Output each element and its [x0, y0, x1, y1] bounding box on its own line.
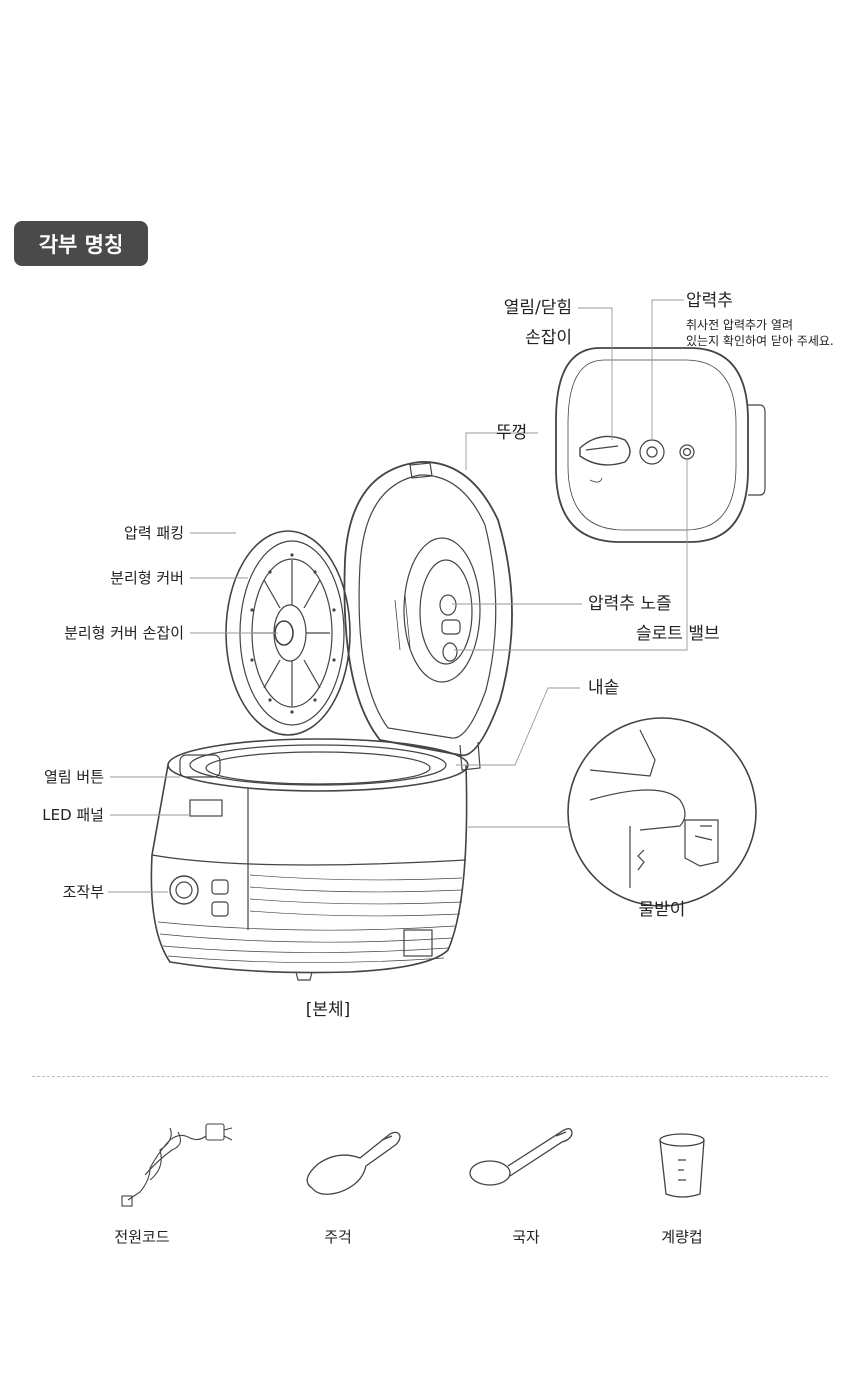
label-handle-1: 열림/닫힘: [503, 298, 572, 318]
accessory-ladle-label: 국자: [512, 1228, 540, 1246]
cooker-body-drawing: [150, 738, 469, 981]
open-lid-drawing: [343, 461, 513, 771]
water-tray-zoom: [567, 717, 757, 907]
label-separable-cover: 분리형 커버: [110, 569, 184, 587]
label-handle-2: 손잡이: [525, 328, 572, 348]
label-pressure-exposure: 압력추 노즐: [588, 594, 672, 614]
label-pressure-packing: 압력 패킹: [124, 524, 184, 542]
accessory-rice-paddle-label: 주걱: [324, 1228, 352, 1246]
ladle-icon: [469, 1128, 573, 1186]
label-separable-cover-handle: 분리형 커버 손잡이: [64, 624, 184, 642]
accessory-measuring-cup-label: 계량컵: [661, 1228, 703, 1246]
body-caption: [본체]: [305, 1000, 351, 1020]
power-cord-icon: [121, 1123, 233, 1207]
label-pressure-note-2: 있는지 확인하여 닫아 주세요.: [686, 334, 834, 348]
leader-lines: [108, 299, 688, 893]
section-divider: [32, 1076, 828, 1077]
label-led-panel: LED 패널: [42, 806, 104, 824]
rice-paddle-icon: [306, 1131, 401, 1195]
label-lid: 뚜껑: [496, 423, 528, 443]
label-inner-pot: 내솥: [588, 678, 620, 698]
lid-top-view: [555, 347, 766, 543]
label-open-button: 열림 버튼: [44, 768, 104, 786]
label-pressure-note-1: 취사전 압력추가 열려: [686, 318, 793, 332]
label-pressure-weight: 압력추: [686, 291, 733, 311]
label-water-tray: 물받이: [638, 900, 686, 920]
accessory-power-cord-label: 전원코드: [114, 1228, 170, 1246]
label-control-unit: 조작부: [62, 883, 104, 901]
section-title-badge: 각부 명칭: [14, 221, 148, 266]
measuring-cup-icon: [659, 1133, 705, 1198]
section-title: 각부 명칭: [38, 232, 124, 257]
label-slot-valve: 슬로트 밸브: [636, 624, 720, 644]
